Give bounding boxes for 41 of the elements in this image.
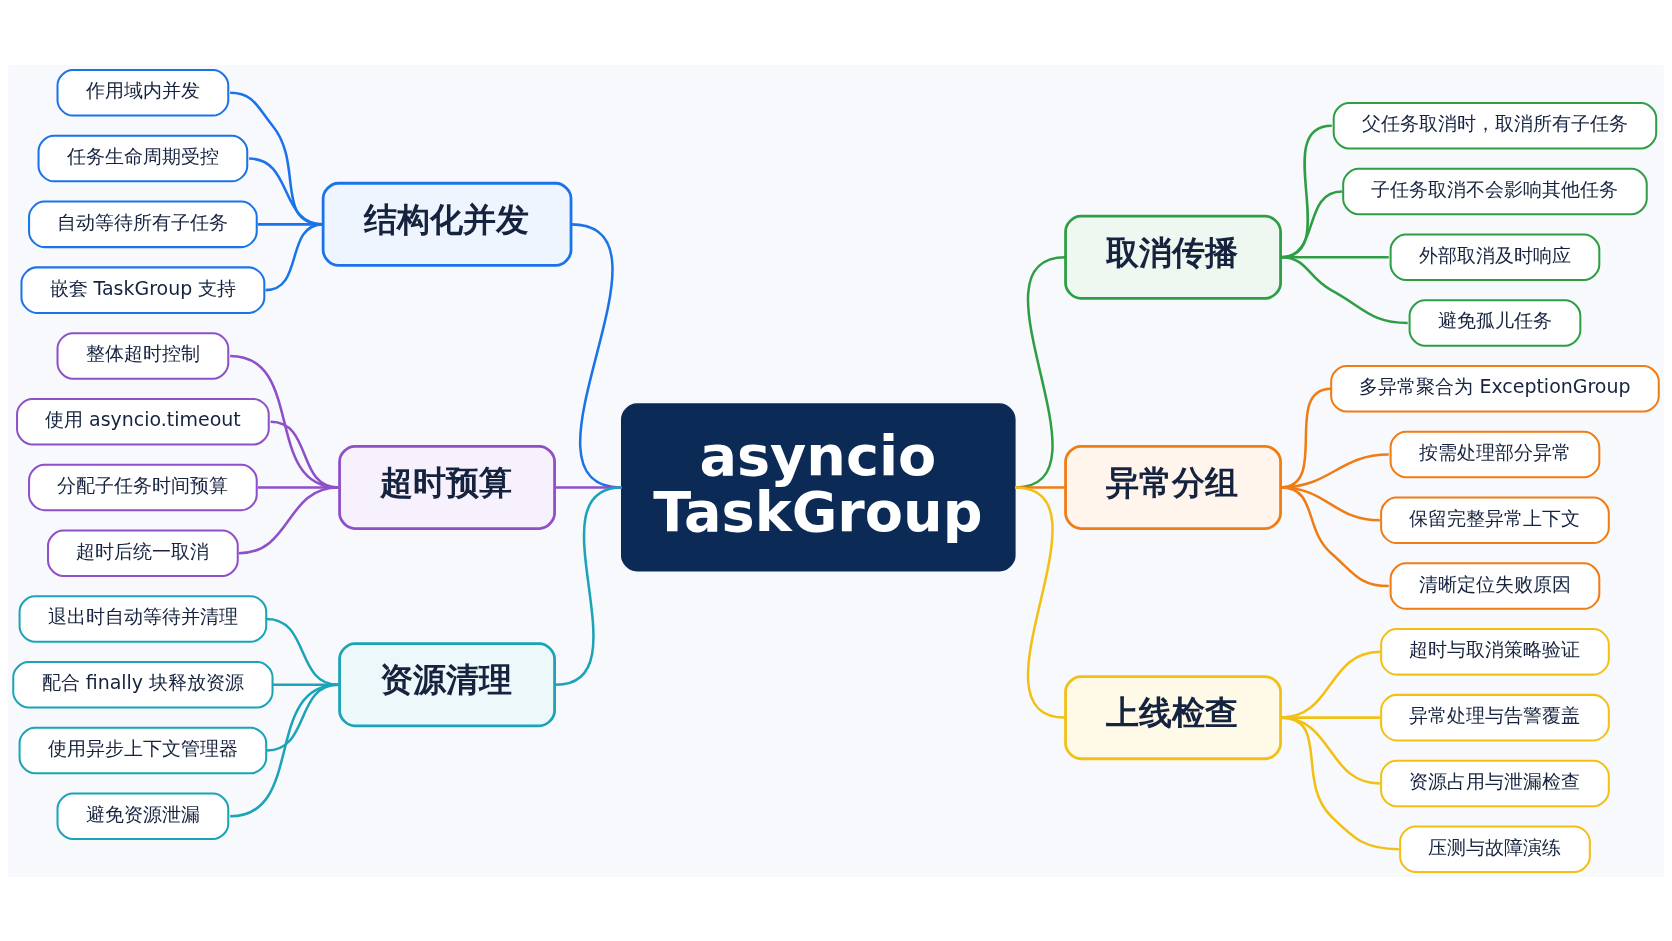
connector (266, 617, 339, 686)
node-box: 异常处理与告警覆盖 (1380, 693, 1610, 741)
node-box: 使用异步上下文管理器 (18, 726, 268, 774)
node-box: 清晰定位失败原因 (1389, 561, 1601, 610)
node-box: 使用 asyncio.timeout (16, 397, 270, 445)
node-box: 任务生命周期受控 (37, 134, 249, 182)
node-box: 取消传播 (1064, 214, 1282, 300)
connector (229, 683, 339, 818)
node-box: 配合 finally 块释放资源 (12, 660, 274, 709)
node-box: 父任务取消时，取消所有子任务 (1332, 101, 1658, 149)
node-box: 避免孤儿任务 (1408, 298, 1582, 347)
node-box: 保留完整异常上下文 (1380, 496, 1610, 544)
node-box: 超时后统一取消 (47, 528, 239, 577)
node-box: 自动等待所有子任务 (28, 200, 258, 248)
node-box: 异常分组 (1064, 444, 1282, 530)
node-box: 整体超时控制 (56, 331, 230, 380)
node-box: 退出时自动等待并清理 (18, 594, 268, 643)
node-box: 避免资源泄漏 (56, 792, 230, 840)
connector (238, 485, 339, 554)
node-box: 子任务取消不会影响其他任务 (1342, 167, 1648, 215)
node-box: 超时与取消策略验证 (1380, 627, 1610, 676)
connector (1280, 255, 1408, 324)
node-box: 上线检查 (1064, 674, 1282, 760)
node-box: 外部取消及时响应 (1389, 232, 1601, 281)
connector (1280, 715, 1399, 850)
node-box: 作用域内并发 (56, 68, 230, 117)
connector (266, 683, 339, 752)
node-box: 结构化并发 (321, 181, 573, 267)
node-box: 超时预算 (338, 444, 556, 530)
connector (1280, 485, 1389, 587)
node-box: 按需处理部分异常 (1389, 430, 1601, 478)
node-box: 资源占用与泄漏检查 (1380, 759, 1610, 807)
node-box: 多异常聚合为 ExceptionGroup (1330, 364, 1660, 413)
node-box: 嵌套 TaskGroup 支持 (20, 265, 266, 314)
node-box: 压测与故障演练 (1399, 824, 1591, 873)
connector (265, 222, 324, 291)
node-box: 分配子任务时间预算 (28, 463, 258, 511)
node-box: asyncio TaskGroup (621, 402, 1016, 572)
connector (555, 485, 622, 686)
node-box: 资源清理 (338, 641, 556, 727)
connector (272, 683, 339, 686)
